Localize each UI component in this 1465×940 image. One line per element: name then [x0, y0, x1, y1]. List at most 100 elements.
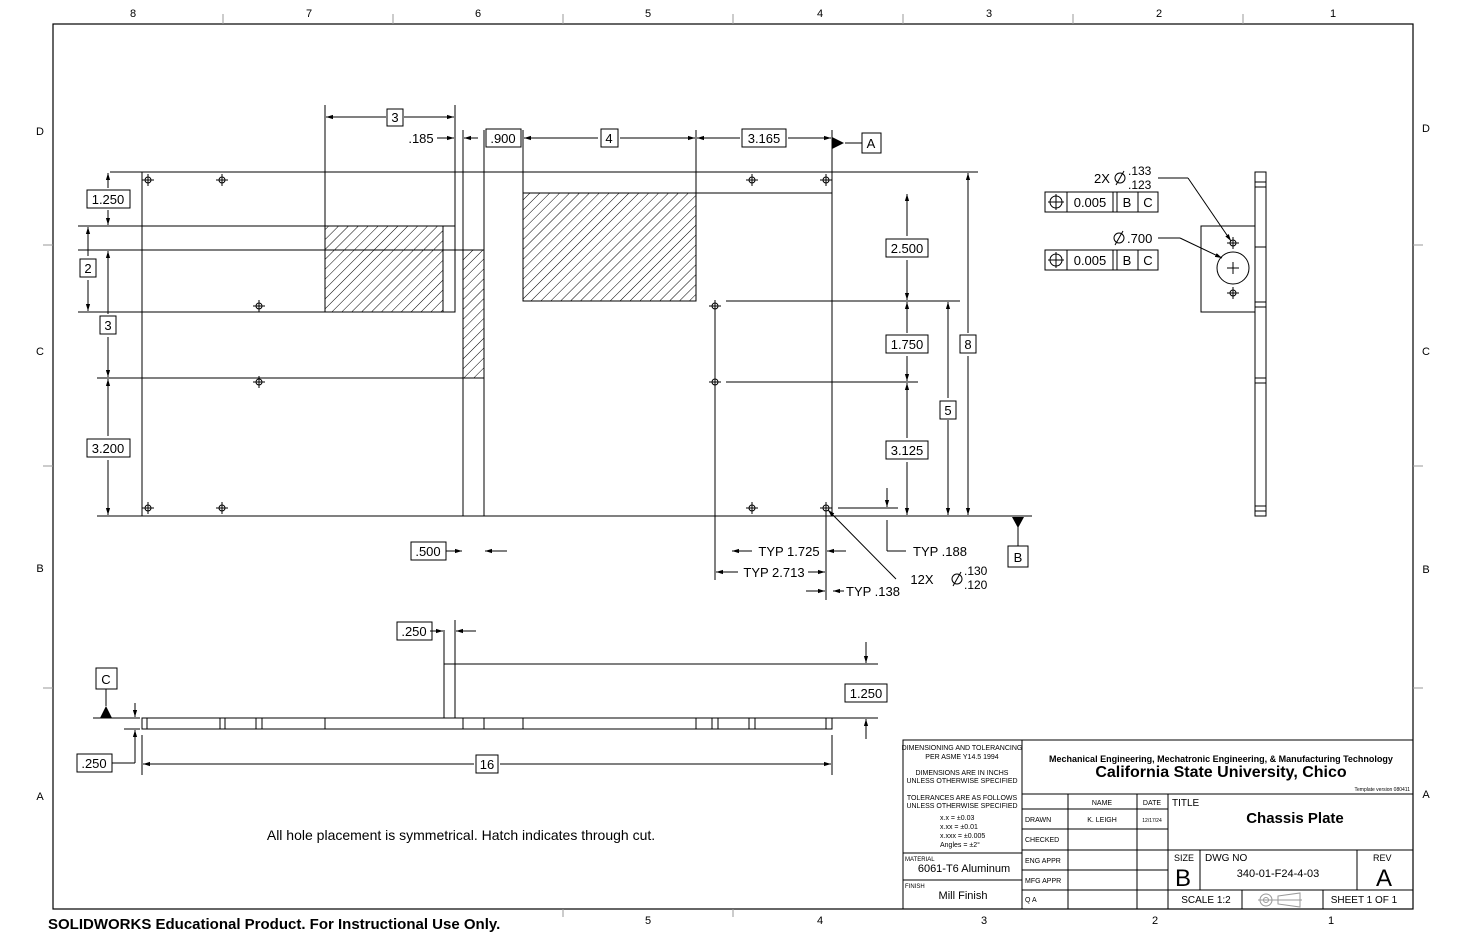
- position-icon: [1048, 252, 1064, 268]
- dimension-label: 1.250: [92, 192, 125, 207]
- dimension-label: 3.200: [92, 441, 125, 456]
- zone-row-labels: D C B A D C B A: [36, 123, 1430, 803]
- tb-template-version: Template version 080411: [1355, 787, 1411, 793]
- hole-tol-upper: .130: [964, 564, 988, 578]
- tb-row-qa: Q A: [1025, 897, 1037, 904]
- zone-col-label: 6: [475, 8, 481, 20]
- top-view: [78, 105, 1032, 600]
- dimension-label: 4: [605, 131, 612, 146]
- tb-title-label: TITLE: [1172, 798, 1200, 809]
- educational-watermark: SOLIDWORKS Educational Product. For Inst…: [48, 916, 500, 933]
- tb-title: Chassis Plate: [1246, 810, 1344, 827]
- dimension-label: 3.125: [891, 443, 924, 458]
- side-view: [93, 620, 878, 775]
- general-note: All hole placement is symmetrical. Hatch…: [267, 827, 655, 843]
- fcf-datum: C: [1143, 195, 1152, 210]
- title-block: DIMENSIONING AND TOLERANCING PER ASME Y1…: [902, 739, 1414, 910]
- fcf-datum: C: [1143, 253, 1152, 268]
- dimension-label: .250: [401, 624, 426, 639]
- dimension-label: 3: [104, 318, 111, 333]
- fcf-tolerance: 0.005: [1074, 195, 1107, 210]
- hatched-cutout-right: [522, 192, 697, 302]
- tb-dwg-number: 340-01-F24-4-03: [1237, 868, 1320, 880]
- hole-tol-lower: .120: [964, 578, 988, 592]
- tb-material-label: MATERIAL: [905, 857, 935, 863]
- dimension-label: 16: [480, 757, 494, 772]
- zone-row-label: D: [1422, 123, 1430, 135]
- dimension-label: 3.165: [748, 131, 781, 146]
- tb-row-checked: CHECKED: [1025, 837, 1059, 844]
- tb-university: California State University, Chico: [1095, 764, 1347, 781]
- tb-tol-row: x.xx = ±0.01: [940, 824, 978, 831]
- tb-row-eng: ENG APPR: [1025, 858, 1061, 865]
- tb-rev: A: [1376, 865, 1392, 892]
- dimension-label: 3: [391, 110, 398, 125]
- zone-row-label: A: [1422, 789, 1430, 801]
- dimension-label: .185: [408, 131, 433, 146]
- fcf-datum: B: [1123, 253, 1132, 268]
- zone-col-label: 3: [986, 8, 992, 20]
- datum-a-triangle: [832, 137, 844, 149]
- tb-tol-row: x.xxx = ±0.005: [940, 833, 985, 840]
- hole-count: 2X: [1094, 171, 1110, 186]
- tb-finish-label: FINISH: [905, 884, 925, 890]
- tb-dwg-label: DWG NO: [1205, 853, 1247, 864]
- datum-c-triangle: [100, 706, 112, 718]
- tb-sheet: SHEET 1 OF 1: [1331, 895, 1398, 906]
- dimension-label: .250: [81, 756, 106, 771]
- tb-tol-row: Angles = ±2°: [940, 841, 980, 849]
- zone-column-labels-bottom: 5 4 3 2 1: [645, 915, 1334, 927]
- zone-col-label: 5: [645, 8, 651, 20]
- tb-finish: Mill Finish: [939, 890, 988, 902]
- zone-col-label: 2: [1152, 915, 1158, 927]
- dimension-label: .500: [415, 544, 440, 559]
- tb-tol-title: TOLERANCES ARE AS FOLLOWS: [907, 795, 1018, 802]
- dimension-texts: 3 .185 .900 4 3.165 A 1.250 2 3 3.200 2.…: [81, 110, 1022, 772]
- dimension-label: 2.500: [891, 241, 924, 256]
- dimension-label: TYP .188: [913, 544, 967, 559]
- diameter-icon: [1113, 230, 1125, 246]
- tb-tol-header: PER ASME Y14.5 1994: [925, 754, 999, 761]
- diameter-icon: [951, 571, 963, 587]
- zone-row-label: C: [36, 346, 44, 358]
- tb-drawn-date: 12/17/24: [1142, 818, 1162, 824]
- dimension-label: 1.250: [850, 686, 883, 701]
- zone-col-label: 1: [1328, 915, 1334, 927]
- zone-col-label: 8: [130, 8, 136, 20]
- tb-drawn-name: K. LEIGH: [1087, 817, 1117, 824]
- hole-callout-12x: 12X .130 .120: [910, 564, 987, 592]
- tb-tol-header: DIMENSIONING AND TOLERANCING: [902, 745, 1023, 752]
- dimension-label: 5: [944, 403, 951, 418]
- detail-view: [1044, 171, 1267, 517]
- tb-department: Mechanical Engineering, Mechatronic Engi…: [1049, 754, 1393, 764]
- datum-a-label: A: [867, 136, 876, 151]
- zone-ticks: [43, 14, 1423, 917]
- tb-size-label: SIZE: [1174, 853, 1194, 863]
- dimension-label: 8: [964, 337, 971, 352]
- dimension-label: TYP .138: [846, 584, 900, 599]
- datum-b-triangle: [1012, 517, 1024, 528]
- dimension-boxes: [76, 108, 1029, 774]
- hole-tol-lower: .123: [1128, 178, 1152, 192]
- zone-column-labels-top: 8 7 6 5 4 3 2 1: [130, 8, 1336, 20]
- tb-row-mfg: MFG APPR: [1025, 878, 1061, 885]
- tb-scale: SCALE 1:2: [1181, 895, 1231, 906]
- datum-c-label: C: [101, 672, 110, 687]
- tb-units: UNLESS OTHERWISE SPECIFIED: [906, 778, 1017, 785]
- fcf-datum: B: [1123, 195, 1132, 210]
- tb-tol-title: UNLESS OTHERWISE SPECIFIED: [906, 803, 1017, 810]
- hole-count: 12X: [910, 572, 933, 587]
- fcf-tolerance: 0.005: [1074, 253, 1107, 268]
- zone-row-label: D: [36, 126, 44, 138]
- tb-tol-row: x.x = ±0.03: [940, 815, 974, 822]
- tb-size: B: [1175, 865, 1191, 892]
- dimension-label: 1.750: [891, 337, 924, 352]
- dimension-label: TYP 1.725: [758, 544, 819, 559]
- zone-col-label: 3: [981, 915, 987, 927]
- tb-units: DIMENSIONS ARE IN INCHS: [916, 770, 1009, 777]
- zone-col-label: 4: [817, 8, 823, 20]
- hatched-slot: [462, 249, 485, 379]
- zone-col-label: 5: [645, 915, 651, 927]
- detail-texts: 2X .133 .123 0.005 B C .700 0.005 B C: [1074, 164, 1153, 268]
